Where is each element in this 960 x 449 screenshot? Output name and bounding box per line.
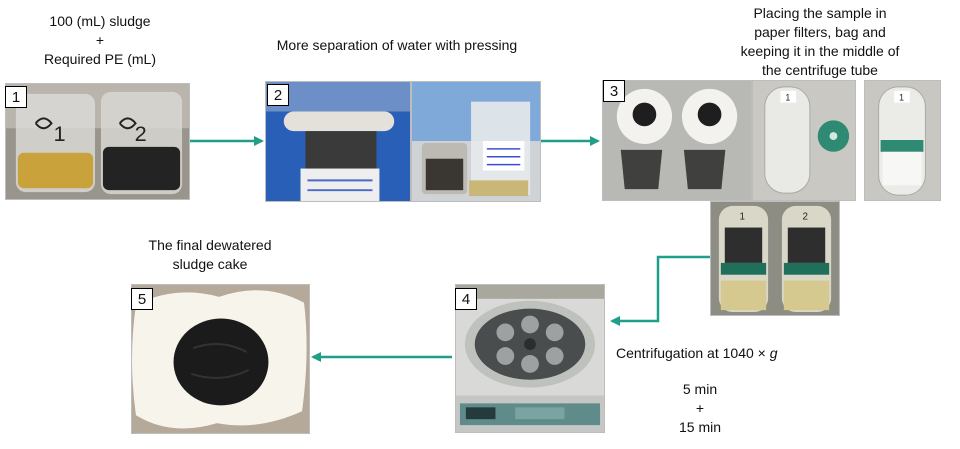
tube-pair-right-label: 2 [803, 212, 808, 223]
photo-beaker-bag [411, 81, 541, 202]
jar-left-label: 1 [53, 121, 65, 146]
step-5-caption: The final dewatered sludge cake [148, 237, 272, 272]
step-5-number: 5 [131, 288, 153, 310]
step-4-number: 4 [455, 288, 477, 310]
step-3-number: 3 [603, 80, 625, 102]
photo-tubes-pair: 1 2 [710, 201, 840, 316]
step-2-caption: More separation of water with pressing [276, 37, 518, 53]
photo-centrifuge-tube-lid: 1 [752, 80, 856, 201]
step-4-times: 5 min + 15 min [678, 381, 722, 435]
photo-centrifuge [455, 284, 605, 433]
photo-filters-bags [602, 80, 752, 201]
step-3-caption: Placing the sample in paper filters, bag… [740, 5, 900, 78]
step-4-caption: Centrifugation at 1040 × g [616, 345, 778, 361]
tube-1-label: 1 [785, 93, 790, 103]
step-2-number: 2 [267, 84, 289, 106]
photo-press [265, 81, 411, 202]
tube-pair-left-label: 1 [740, 212, 745, 223]
photo-centrifuge-tube-sample: 1 [864, 80, 941, 201]
step-1-number: 1 [5, 86, 27, 108]
photo-sludge-jars: 1 2 [5, 83, 190, 200]
arrow-3-to-4 [610, 255, 710, 326]
tube-2-label: 1 [899, 93, 904, 103]
step-1-caption: 100 (mL) sludge + Required PE (mL) [43, 13, 157, 67]
photo-final-cake [131, 284, 310, 434]
jar-right-label: 2 [135, 121, 147, 146]
